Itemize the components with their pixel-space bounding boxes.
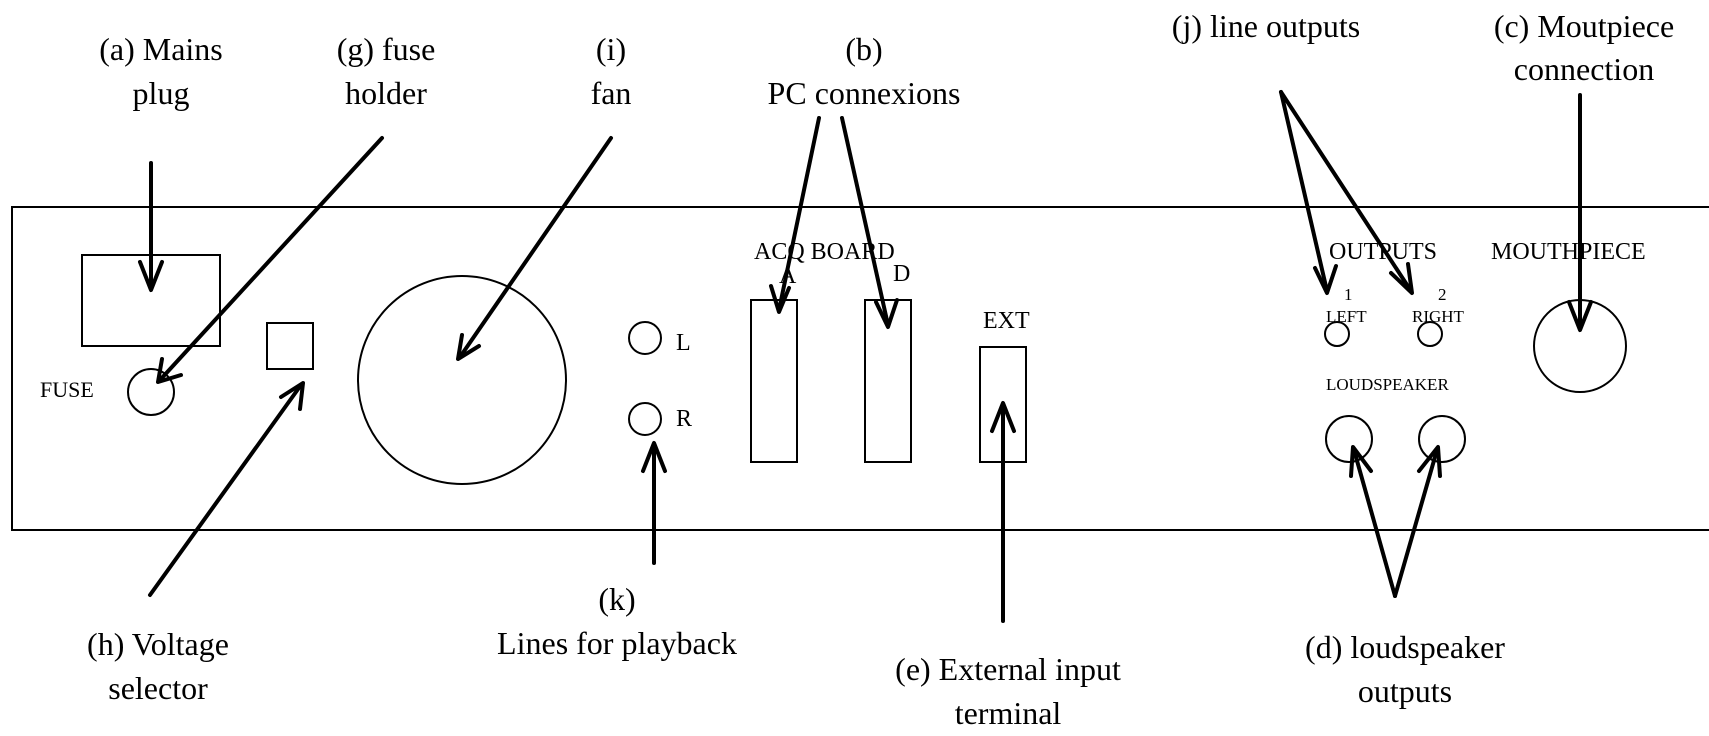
callout-e-line1: (e) External input [895, 651, 1121, 687]
fan [357, 275, 567, 485]
arrow-g-fuse-holder [156, 136, 384, 384]
arrow-i-fan [456, 136, 613, 361]
arrow-b-connector-d [840, 116, 899, 329]
callout-e-line2: terminal [955, 695, 1062, 731]
acq-connector-d [864, 299, 912, 463]
acq-connector-a [750, 299, 798, 463]
callout-b-line2: PC connexions [768, 75, 961, 111]
line-l-jack [628, 321, 662, 355]
arrow-d-loudspeaker-left [1349, 445, 1397, 598]
callout-i-line2: fan [591, 75, 632, 111]
ext-label: EXT [983, 308, 1030, 334]
right-label: RIGHT [1412, 307, 1465, 326]
callout-h-line1: (h) Voltage [87, 626, 229, 662]
callout-c-line1: (c) Moutpiece [1494, 8, 1674, 44]
line-l-label: L [676, 330, 691, 356]
arrow-j-output-right [1279, 90, 1414, 295]
callout-a-line1: (a) Mains [99, 31, 223, 67]
line-output-right [1417, 321, 1443, 347]
line-r-label: R [676, 406, 692, 432]
callout-b-line1: (b) [845, 31, 882, 67]
callout-i-line1: (i) [596, 31, 626, 67]
output-2-label: 2 [1438, 285, 1447, 304]
callout-d-line1: (d) loudspeaker [1305, 629, 1505, 665]
outputs-label: OUTPUTS [1329, 239, 1437, 265]
callout-k-line1: (k) [598, 581, 635, 617]
arrow-e-ext-terminal [990, 401, 1016, 623]
arrow-k-playback-lines [641, 441, 667, 565]
output-1-label: 1 [1344, 285, 1353, 304]
callout-c-line2: connection [1514, 51, 1654, 87]
loudspeaker-right [1418, 415, 1466, 463]
callout-j-line1: (j) line outputs [1172, 8, 1360, 44]
acq-d-label: D [893, 261, 910, 287]
callout-a-line2: plug [133, 75, 190, 111]
line-r-jack [628, 402, 662, 436]
arrow-b-connector-a [769, 116, 821, 314]
loudspeaker-label: LOUDSPEAKER [1326, 375, 1449, 394]
fuse-holder [127, 368, 175, 416]
voltage-selector [266, 322, 314, 370]
callout-h-line2: selector [108, 670, 208, 706]
callout-k-line2: Lines for playback [497, 625, 737, 661]
arrow-c-mouthpiece [1567, 93, 1593, 332]
arrow-j-output-left [1279, 90, 1338, 295]
callout-g-line2: holder [345, 75, 427, 111]
mouthpiece-label: MOUTHPIECE [1491, 239, 1646, 265]
arrow-h-voltage-selector [148, 381, 305, 597]
line-output-left [1324, 321, 1350, 347]
arrow-d-loudspeaker-right [1393, 445, 1442, 598]
arrow-a-mains-plug [138, 161, 164, 292]
fuse-label: FUSE [40, 377, 94, 402]
callout-d-line2: outputs [1358, 673, 1452, 709]
loudspeaker-left [1325, 415, 1373, 463]
callout-g-line1: (g) fuse [337, 31, 436, 67]
